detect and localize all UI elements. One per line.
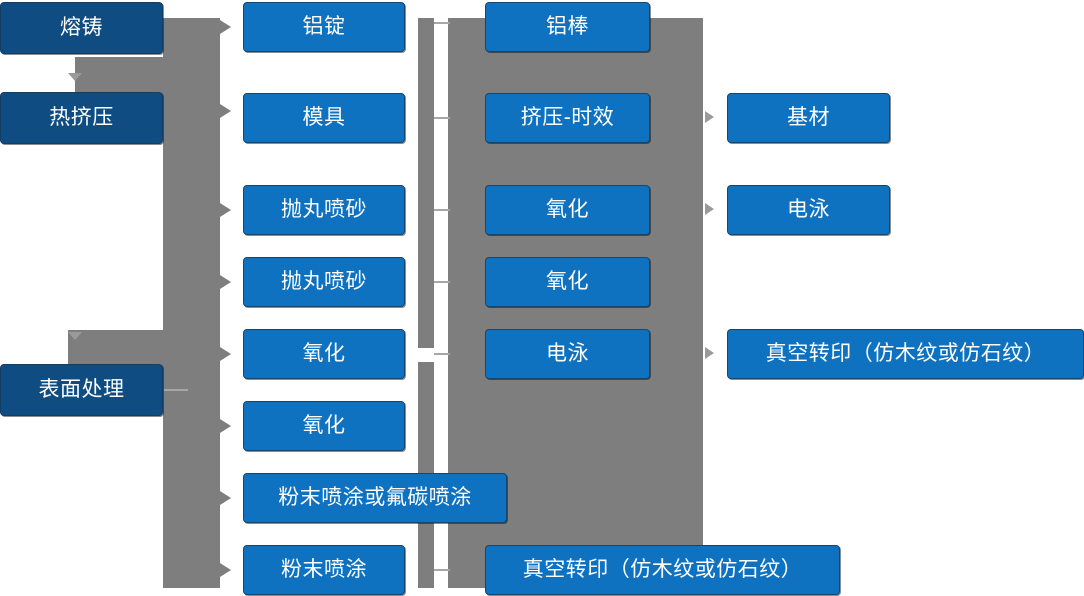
node-operation-2-label: 挤压-时效 [520, 106, 615, 130]
node-process-5[interactable]: 氧化 [243, 329, 405, 379]
node-operation-6-label: 真空转印（仿木纹或仿石纹） [522, 558, 803, 582]
line-stage3-to-band [164, 389, 188, 391]
node-stage-1[interactable]: 熔铸 [0, 2, 163, 54]
node-process-6[interactable]: 氧化 [243, 401, 405, 451]
node-output-1-label: 基材 [787, 106, 830, 130]
node-operation-3-label: 氧化 [546, 198, 589, 222]
node-operation-6[interactable]: 真空转印（仿木纹或仿石纹） [485, 545, 840, 595]
node-output-2[interactable]: 电泳 [727, 185, 890, 235]
node-operation-2[interactable]: 挤压-时效 [485, 93, 650, 143]
mask-stub-mid-left [0, 330, 68, 370]
arrow-to-p8 [220, 563, 231, 577]
arrow-down-to-stage-2 [68, 73, 82, 81]
node-operation-5[interactable]: 电泳 [485, 329, 650, 379]
rung-o4 [434, 281, 450, 283]
connector-bar-middle-thin-upper [418, 18, 434, 348]
arrow-to-r1 [705, 111, 714, 123]
node-stage-3[interactable]: 表面处理 [0, 364, 163, 416]
node-process-2[interactable]: 模具 [243, 93, 405, 143]
mask-stub-top-left [0, 57, 75, 96]
node-operation-1[interactable]: 铝棒 [485, 2, 650, 52]
node-process-3[interactable]: 抛丸喷砂 [243, 185, 405, 235]
rung-o1 [434, 22, 450, 24]
rung-o6 [434, 569, 450, 571]
node-operation-4[interactable]: 氧化 [485, 257, 650, 307]
node-operation-1-label: 铝棒 [546, 15, 589, 39]
node-output-1[interactable]: 基材 [727, 93, 890, 143]
rung-o2 [434, 117, 450, 119]
rung-o5 [434, 353, 450, 355]
arrow-to-p6 [220, 419, 231, 433]
node-process-3-label: 抛丸喷砂 [281, 198, 367, 222]
node-process-1[interactable]: 铝锭 [243, 2, 405, 52]
node-stage-3-label: 表面处理 [38, 378, 125, 402]
node-output-3[interactable]: 真空转印（仿木纹或仿石纹） [727, 329, 1084, 379]
arrow-to-r3 [705, 347, 714, 359]
node-stage-2-label: 热挤压 [49, 106, 114, 130]
node-process-2-label: 模具 [302, 106, 346, 130]
arrow-to-p1 [220, 20, 231, 34]
node-process-7-label: 粉末喷涂或氟碳喷涂 [278, 486, 472, 510]
node-process-8-label: 粉末喷涂 [281, 558, 367, 582]
node-process-7[interactable]: 粉末喷涂或氟碳喷涂 [243, 473, 507, 523]
arrow-to-r2 [705, 203, 714, 215]
node-operation-3[interactable]: 氧化 [485, 185, 650, 235]
node-operation-4-label: 氧化 [546, 270, 589, 294]
arrow-to-p7 [220, 491, 231, 505]
rung-o3 [434, 209, 450, 211]
node-process-8[interactable]: 粉末喷涂 [243, 545, 405, 595]
arrow-to-p3 [220, 203, 231, 217]
node-output-3-label: 真空转印（仿木纹或仿石纹） [765, 342, 1046, 366]
node-process-5-label: 氧化 [302, 342, 346, 366]
arrow-to-p4 [220, 275, 231, 289]
node-process-4-label: 抛丸喷砂 [281, 270, 367, 294]
arrow-to-p2 [220, 104, 231, 118]
arrow-down-to-stage-3 [68, 332, 82, 340]
connector-band-left [163, 18, 220, 588]
node-process-6-label: 氧化 [302, 414, 346, 438]
node-output-2-label: 电泳 [787, 198, 830, 222]
node-operation-5-label: 电泳 [546, 342, 589, 366]
node-process-1-label: 铝锭 [302, 15, 346, 39]
node-process-4[interactable]: 抛丸喷砂 [243, 257, 405, 307]
node-stage-2[interactable]: 热挤压 [0, 92, 163, 144]
node-stage-1-label: 熔铸 [60, 16, 103, 40]
arrow-to-p5 [220, 347, 231, 361]
